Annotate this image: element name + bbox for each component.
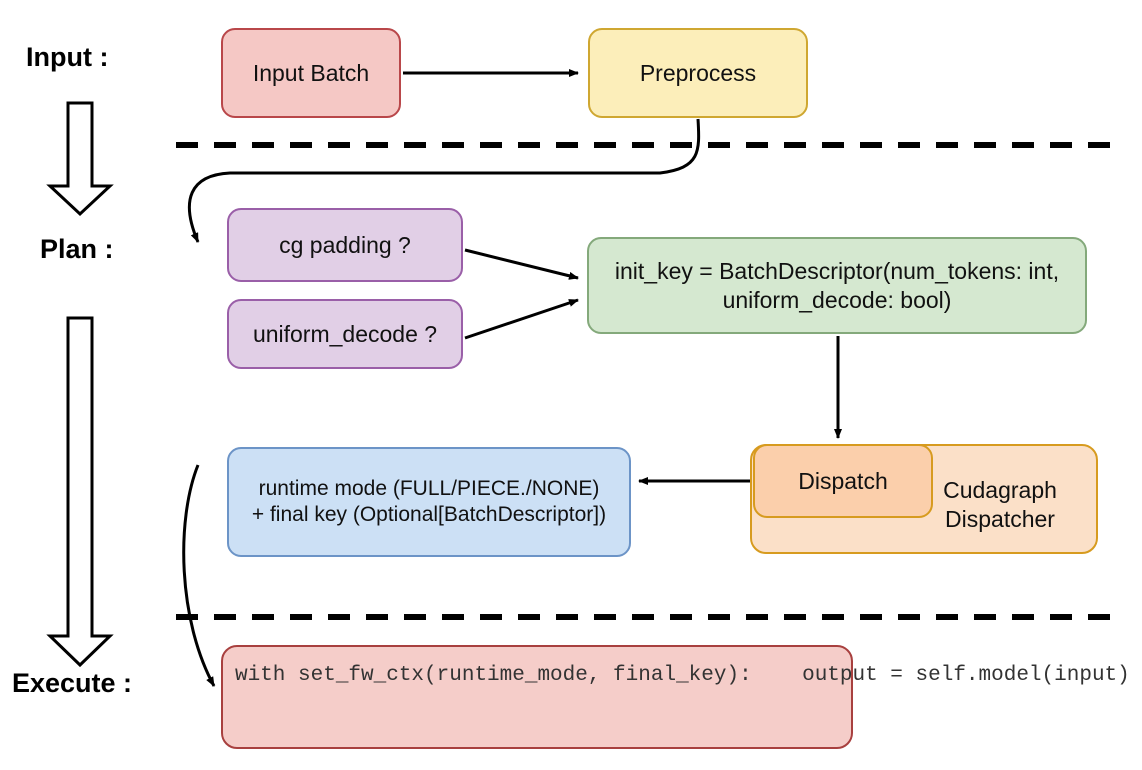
code-line-1: with set_fw_ctx(runtime_mode, final_key)…: [235, 664, 752, 687]
code-line-2: output = self.model(input): [751, 664, 1130, 687]
node-init-key-line1: init_key = BatchDescriptor(num_tokens: i…: [614, 257, 1060, 284]
stage-label-input: Input :: [26, 42, 109, 72]
node-input-batch[interactable]: Input Batch: [221, 28, 401, 118]
stage-label-plan: Plan :: [40, 234, 114, 264]
node-cg-padding[interactable]: cg padding ?: [227, 208, 463, 282]
node-runtime-mode-line1: runtime mode (FULL/PIECE./NONE): [258, 476, 600, 500]
edge-runtime-mode-to-code: [182, 464, 216, 687]
edge-uniform-decode-to-init-key: [464, 298, 579, 340]
node-runtime-mode[interactable]: runtime mode (FULL/PIECE./NONE) + final …: [227, 447, 631, 557]
node-init-key[interactable]: init_key = BatchDescriptor(num_tokens: i…: [587, 237, 1087, 334]
node-execute-code[interactable]: with set_fw_ctx(runtime_mode, final_key)…: [221, 645, 1130, 749]
stage-label-execute: Execute :: [12, 668, 133, 698]
node-runtime-mode-line2: + final key (Optional[BatchDescriptor]): [251, 503, 607, 526]
edge-cg-padding-to-init-key: [464, 248, 579, 280]
node-dispatch[interactable]: Dispatch: [753, 444, 933, 518]
node-uniform-decode[interactable]: uniform_decode ?: [227, 299, 463, 369]
stage-arrow-input-to-plan: [46, 101, 114, 217]
node-init-key-line2: uniform_decode: bool): [722, 286, 952, 313]
node-preprocess[interactable]: Preprocess: [588, 28, 808, 118]
stage-arrow-plan-to-execute: [46, 316, 114, 668]
cudagraph-dispatcher-label: Cudagraph Dispatcher: [943, 477, 1057, 532]
